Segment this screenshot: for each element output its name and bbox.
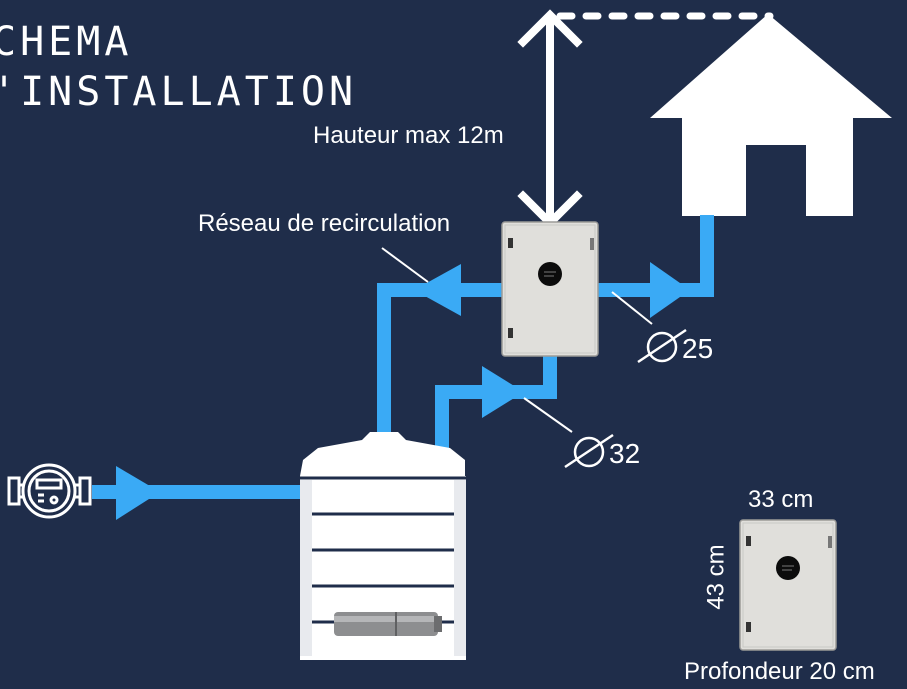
title-line-2: 'INSTALLATION	[0, 69, 358, 115]
height-label: Hauteur max 12m	[313, 122, 504, 149]
outlet-diameter-label: 25	[682, 333, 714, 364]
box-width-label: 33 cm	[748, 486, 814, 513]
height-double-arrow	[517, 9, 583, 229]
submersible-pump-icon	[334, 612, 442, 636]
outlet-flow-arrow	[650, 262, 690, 318]
inlet-flow-arrow	[482, 366, 524, 418]
water-meter-icon	[7, 463, 92, 519]
recirculation-flow-arrow	[414, 264, 461, 316]
box-depth-label: Profondeur 20 cm	[684, 658, 875, 685]
controller-display-icon	[538, 262, 562, 286]
diameter-icon-25	[637, 328, 687, 364]
recirculation-pipe	[377, 283, 503, 433]
house-icon	[650, 14, 892, 216]
inlet-diameter-label: 32	[609, 438, 641, 469]
recirculation-pointer	[381, 247, 429, 283]
box-height-label: 43 cm	[702, 544, 730, 610]
diameter-icon-32	[564, 433, 614, 469]
recirculation-label: Réseau de recirculation	[198, 210, 451, 237]
control-box-dimensions	[739, 519, 837, 651]
controller-display-icon-2	[776, 556, 800, 580]
title-line-1: CHEMA	[0, 19, 133, 65]
inlet-pointer	[523, 397, 573, 433]
outlet-pipe	[596, 215, 714, 297]
supply-flow-arrow	[116, 466, 160, 520]
outlet-pointer	[611, 291, 653, 325]
control-box	[501, 221, 599, 357]
